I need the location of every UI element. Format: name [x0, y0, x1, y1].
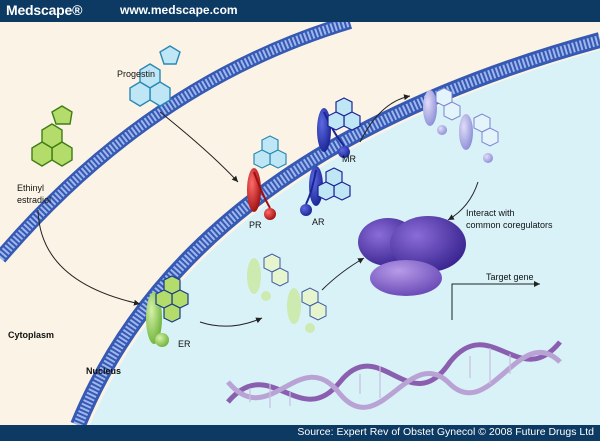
progestin-molecule	[129, 45, 181, 107]
pale-er-dimer	[247, 253, 327, 333]
nucleus-region	[90, 50, 600, 425]
footer-bar: Source: Expert Rev of Obstet Gynecol © 2…	[0, 425, 600, 441]
mr-receptor	[317, 97, 361, 158]
er-receptor	[146, 275, 189, 347]
header-bar: Medscape® www.medscape.com	[0, 0, 600, 22]
pr-label: PR	[249, 220, 262, 230]
er-label: ER	[178, 339, 191, 349]
interact-label-line1: Interact with	[466, 208, 515, 218]
source-credit: Source: Expert Rev of Obstet Gynecol © 2…	[297, 426, 594, 438]
estradiol-arrow	[37, 209, 141, 306]
progestin-label: Progestin	[117, 69, 155, 79]
cell-membrane	[0, 22, 353, 263]
ethinyl-estradiol-molecule	[31, 105, 73, 167]
pale-receptor-dimer	[423, 87, 499, 163]
target-gene-label: Target gene	[486, 272, 534, 282]
cytoplasm-label: Cytoplasm	[8, 330, 54, 340]
dimer-arrow	[447, 181, 479, 221]
site-url[interactable]: www.medscape.com	[120, 3, 238, 17]
er-dimer-arrow	[321, 257, 365, 291]
mr-label: MR	[342, 154, 356, 164]
ar-label: AR	[312, 217, 325, 227]
er-arrow	[199, 317, 263, 327]
ethinyl-label-line1: Ethinyl	[17, 183, 44, 193]
dna-helix	[226, 340, 562, 410]
mr-arrow	[359, 94, 411, 143]
medscape-logo[interactable]: Medscape®	[6, 2, 83, 18]
pathway-diagram: Progestin Ethinyl estradiol PR	[0, 22, 600, 425]
pr-receptor	[247, 135, 287, 220]
nucleus-label: Nucleus	[86, 366, 121, 376]
coregulator-complex	[358, 216, 466, 296]
ar-receptor	[300, 166, 351, 216]
interact-label-line2: common coregulators	[466, 220, 553, 230]
progestin-arrow	[159, 111, 239, 183]
ethinyl-label-line2: estradiol	[17, 195, 51, 205]
target-gene-arrow	[451, 281, 540, 320]
nuclear-membrane	[70, 32, 600, 425]
